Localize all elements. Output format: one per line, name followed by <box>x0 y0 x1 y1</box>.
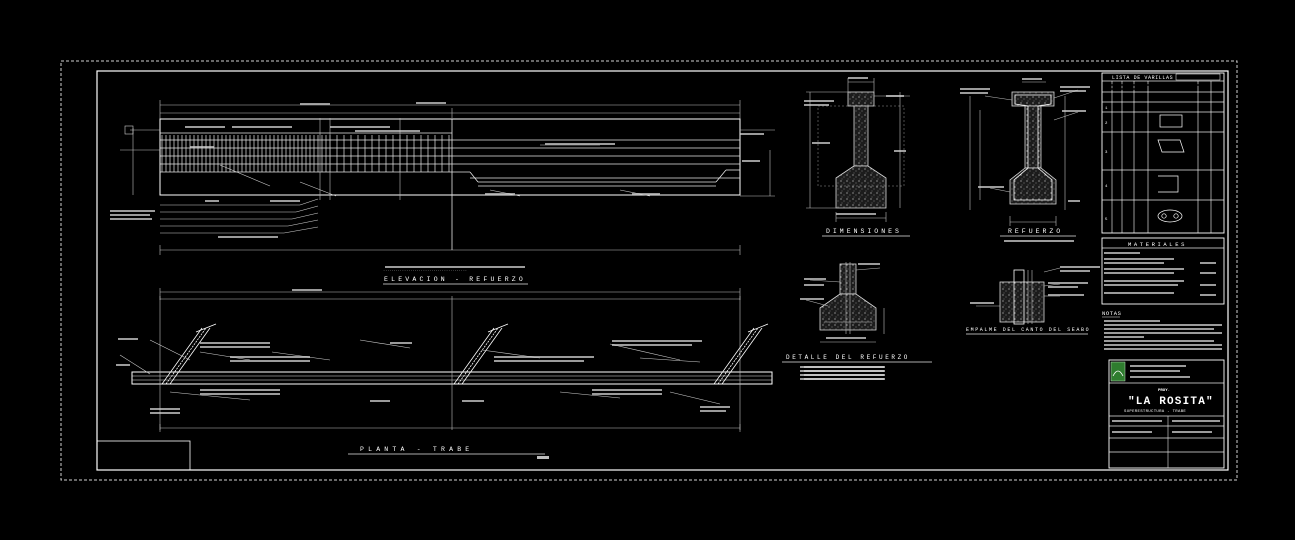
elevation-note: ........................................ <box>383 269 467 273</box>
bar-list-row-number: 5 <box>1105 218 1108 222</box>
sheet-inner-border <box>96 70 1229 471</box>
elevation-title: ELEVACION - REFUERZO <box>384 276 526 283</box>
logo-mark <box>1110 361 1126 382</box>
reinforcement-section <box>960 78 1090 242</box>
reinforcement-title: REFUERZO <box>1008 228 1063 235</box>
project-name: "LA ROSITA" <box>1128 396 1214 408</box>
right-panel: LISTA DE VARILLAS 1 2 3 4 5 MATERIALES NOTAS <box>1101 72 1225 469</box>
plan-title: PLANTA - TRABE <box>360 446 473 453</box>
corner-stamp-box <box>96 440 191 471</box>
splice-detail <box>970 266 1100 325</box>
plan-view <box>116 288 773 458</box>
bar-list-rows: 1 2 3 4 5 <box>1104 84 1221 222</box>
bar-list-title: LISTA DE VARILLAS <box>1112 75 1173 81</box>
sheet-outer-dashed-border <box>60 60 1238 481</box>
bar-list-row-number: 2 <box>1105 122 1108 126</box>
materials-title: MATERIALES <box>1128 241 1187 248</box>
splice-title: EMPALME DEL CANTO DEL SEABO <box>966 327 1090 333</box>
dimensions-title: DIMENSIONES <box>826 228 902 235</box>
detail-notes-text <box>800 366 885 380</box>
project-label: PROY. <box>1158 389 1170 393</box>
bar-list-row-number: 1 <box>1105 107 1108 111</box>
sheet-title: SUPERESTRUCTURA - TRABE <box>1124 410 1186 414</box>
notas-title: NOTAS <box>1102 310 1122 317</box>
elevation-view <box>110 100 775 268</box>
bar-list-row-number: 4 <box>1105 185 1108 189</box>
detail-title: DETALLE DEL REFUERZO <box>786 354 910 361</box>
bar-list-row-number: 3 <box>1105 151 1108 155</box>
dimensions-section <box>804 77 910 222</box>
